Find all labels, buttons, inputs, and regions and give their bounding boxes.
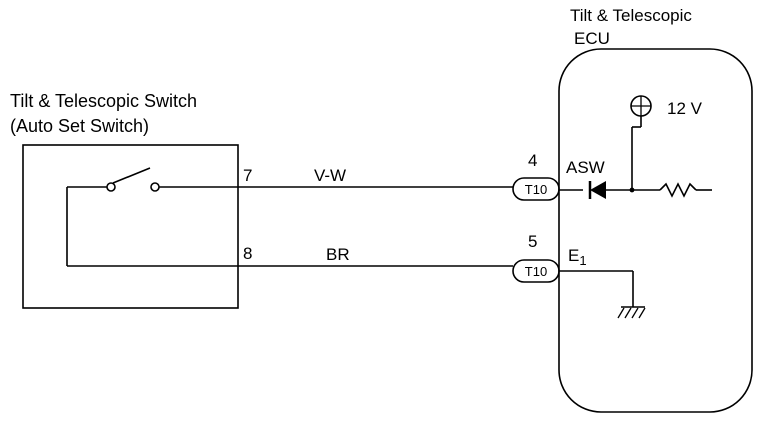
ecu-terminal-e1: E1 [568, 246, 587, 268]
wire-color-bottom: BR [326, 245, 350, 264]
ecu-terminal-asw: ASW [566, 158, 605, 177]
wire-color-top: V-W [314, 166, 346, 185]
supply-12v-symbol [630, 95, 652, 190]
switch-pin-7: 7 [243, 166, 252, 185]
ground-icon [617, 306, 646, 319]
asw-internal-circuit [559, 181, 712, 199]
switch-subtitle: (Auto Set Switch) [10, 116, 149, 136]
switch-housing [22, 144, 239, 309]
ecu-title: Tilt & Telescopic [570, 6, 692, 25]
connector-top-label: T10 [525, 182, 547, 197]
ground-circuit [559, 270, 646, 319]
diode-icon [588, 181, 606, 199]
ecu-subtitle: ECU [574, 29, 610, 48]
connector-pin-4: 4 [528, 151, 537, 170]
resistor-icon [659, 182, 697, 198]
connector-pin-5: 5 [528, 232, 537, 251]
ecu-housing [558, 48, 753, 413]
switch-title: Tilt & Telescopic Switch [10, 91, 197, 111]
supply-voltage-label: 12 V [667, 99, 703, 118]
switch-pin-8: 8 [243, 244, 252, 263]
connector-bottom-label: T10 [525, 264, 547, 279]
switch-contact-symbol [66, 167, 238, 267]
